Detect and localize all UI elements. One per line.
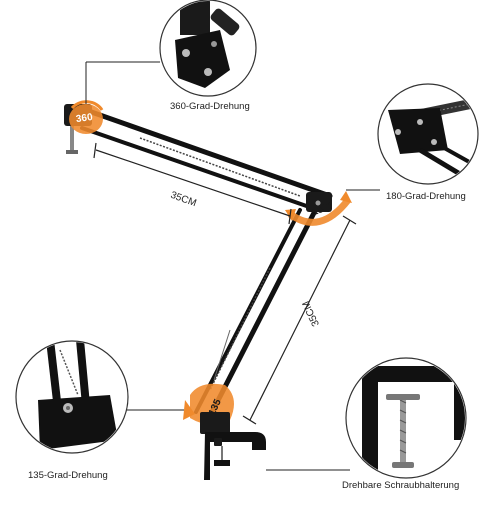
- base-joint: [183, 383, 266, 480]
- top-joint: [64, 100, 104, 154]
- callout-bottom-left: [15, 340, 184, 454]
- dimension-upper: [93, 142, 292, 225]
- caption-135-rotation: 135-Grad-Drehung: [28, 470, 108, 481]
- elbow-joint: [285, 191, 352, 226]
- dimension-lower: [242, 215, 357, 425]
- callout-top: [85, 0, 257, 104]
- caption-360-rotation: 360-Grad-Drehung: [170, 101, 250, 112]
- callout-right: [346, 83, 479, 191]
- caption-180-rotation: 180-Grad-Drehung: [386, 191, 466, 202]
- scissor-arm: [77, 105, 333, 423]
- callout-bottom-right: [266, 357, 467, 479]
- angle-badge-360: 360: [75, 111, 94, 126]
- caption-swivel-clamp: Drehbare Schraubhalterung: [342, 480, 460, 491]
